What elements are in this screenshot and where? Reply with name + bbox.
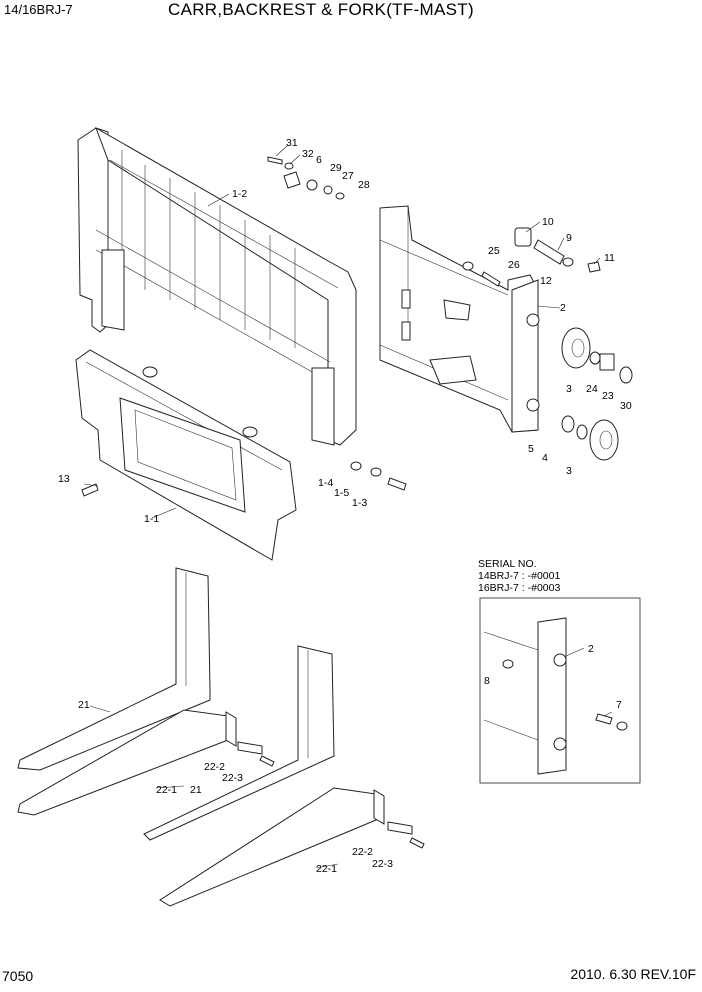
- callout-9: 9: [566, 232, 572, 244]
- callout-32: 32: [302, 148, 314, 160]
- callout-24: 24: [586, 383, 598, 395]
- callout-28: 28: [358, 179, 370, 191]
- callout-1-5: 1-5: [334, 487, 349, 499]
- callout-29: 29: [330, 162, 342, 174]
- fork-left: [17, 567, 275, 816]
- callout-8: 8: [484, 675, 490, 687]
- callout-1-4: 1-4: [318, 477, 333, 489]
- callout-4: 4: [542, 452, 548, 464]
- callout-12: 12: [540, 275, 552, 287]
- page-title: CARR,BACKREST & FORK(TF-MAST): [168, 0, 474, 19]
- revision-date: 2010. 6.30 REV.10F: [570, 966, 696, 982]
- page-number: 7050: [2, 968, 34, 984]
- fork-right: [143, 645, 425, 907]
- part-callouts: 31 32 6 29 27 28 1-2 10 9 25 26 11 12 2 …: [58, 137, 632, 875]
- callout-31: 31: [286, 137, 298, 149]
- callout-22-1-left: 22-1: [156, 784, 177, 796]
- callout-27: 27: [342, 170, 354, 182]
- callout-10: 10: [542, 216, 554, 228]
- callout-2-inset: 2: [588, 643, 594, 655]
- callout-1-1: 1-1: [144, 513, 159, 525]
- callout-23: 23: [602, 390, 614, 402]
- top-hardware: [267, 156, 345, 200]
- callout-22-2-right: 22-2: [352, 846, 373, 858]
- callout-21-left: 21: [78, 699, 90, 711]
- model-code: 14/16BRJ-7: [4, 2, 73, 17]
- callout-22-3-right: 22-3: [372, 858, 393, 870]
- serial-number-note: SERIAL NO. 14BRJ-7 : -#0001 16BRJ-7 : -#…: [478, 558, 560, 594]
- serial-line-16brj: 16BRJ-7 : -#0003: [478, 582, 561, 594]
- bolts-and-washers: [81, 461, 407, 497]
- serial-inset: [479, 597, 641, 784]
- callout-21-right: 21: [190, 784, 202, 796]
- callout-5: 5: [528, 443, 534, 455]
- carriage-plate: [75, 349, 297, 561]
- load-backrest: [77, 126, 357, 446]
- callout-25: 25: [488, 245, 500, 257]
- callout-11: 11: [604, 252, 615, 264]
- callout-26: 26: [508, 259, 520, 271]
- callout-1-3: 1-3: [352, 497, 367, 509]
- carriage-frame: [379, 205, 540, 433]
- callout-6: 6: [316, 154, 322, 166]
- callout-3-lower: 3: [566, 465, 572, 477]
- rollers-and-fittings: [462, 227, 633, 461]
- callout-7: 7: [616, 699, 622, 711]
- callout-3-upper: 3: [566, 383, 572, 395]
- serial-line-14brj: 14BRJ-7 : -#0001: [478, 570, 561, 582]
- callout-1-2: 1-2: [232, 188, 247, 200]
- serial-heading: SERIAL NO.: [478, 558, 537, 570]
- callout-22-1-right: 22-1: [316, 863, 337, 875]
- callout-22-3-left: 22-3: [222, 772, 243, 784]
- callout-30: 30: [620, 400, 632, 412]
- leader-lines: [83, 144, 613, 869]
- callout-2: 2: [560, 302, 566, 314]
- callout-22-2-left: 22-2: [204, 761, 225, 773]
- callout-13: 13: [58, 473, 70, 485]
